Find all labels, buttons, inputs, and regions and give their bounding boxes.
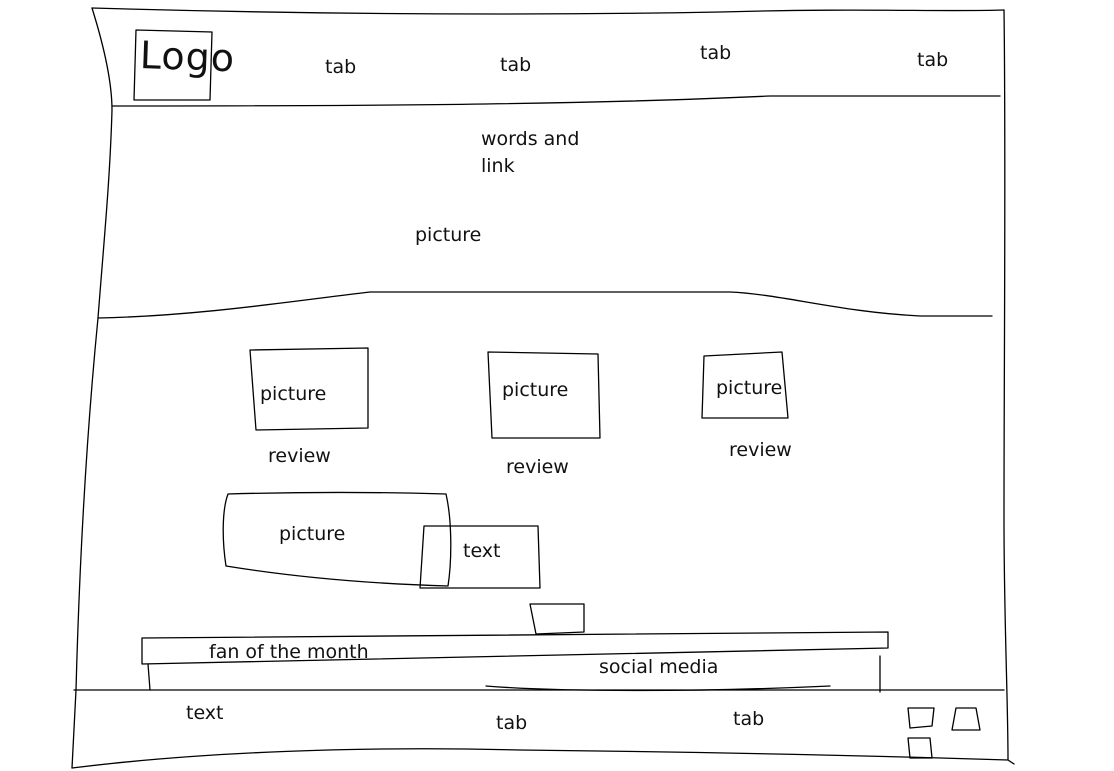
footer-icon-2[interactable] (950, 706, 982, 732)
hero-picture-label: picture (415, 224, 482, 246)
fan-of-the-month-label: fan of the month (209, 641, 369, 663)
page-frame-top (91, 7, 1005, 15)
footer-icon-box-3 (907, 737, 933, 759)
page-frame-bottom (71, 748, 1009, 769)
bottom-bar-outline (141, 631, 889, 665)
review-caption-2: review (506, 456, 569, 478)
review-picture-label-2: picture (502, 379, 569, 401)
footer-icon-box-2 (951, 707, 981, 731)
hero-text-line-1: words and (481, 128, 580, 150)
header-tab-4[interactable]: tab (917, 49, 949, 71)
feature-text-box (419, 525, 541, 589)
feature-text-label: text (463, 540, 501, 562)
hero-divider (97, 291, 993, 319)
feature-picture-box (222, 491, 452, 587)
footer-icon-3[interactable] (906, 736, 934, 760)
review-picture-box-1 (249, 347, 369, 431)
feature-picture-label: picture (279, 523, 346, 545)
footer-tab-2[interactable]: tab (733, 708, 765, 730)
header-tab-2[interactable]: tab (500, 54, 532, 76)
header-tab-1[interactable]: tab (325, 56, 357, 78)
logo-box (133, 29, 213, 101)
small-button-box (529, 603, 585, 635)
review-caption-3: review (729, 439, 792, 461)
review-caption-1: review (268, 445, 331, 467)
social-media-label[interactable]: social media (599, 656, 719, 678)
small-button[interactable] (530, 604, 584, 634)
footer-icon-1[interactable] (906, 706, 936, 730)
header-tab-3[interactable]: tab (700, 42, 732, 64)
hero-link[interactable]: link (481, 155, 515, 177)
header-divider (111, 95, 1001, 107)
page-frame-left (71, 7, 113, 769)
footer-tab-1[interactable]: tab (496, 712, 528, 734)
footer-text: text (186, 702, 224, 724)
page-frame-right (1003, 9, 1015, 765)
bottom-bar-left-post (147, 663, 151, 691)
logo[interactable]: Logo (139, 33, 236, 81)
footer-icon-box-1 (907, 707, 935, 729)
review-picture-label-3: picture (716, 377, 783, 399)
review-picture-box-3 (701, 351, 789, 419)
review-picture-box-2 (487, 351, 601, 439)
review-picture-label-1: picture (260, 383, 327, 405)
